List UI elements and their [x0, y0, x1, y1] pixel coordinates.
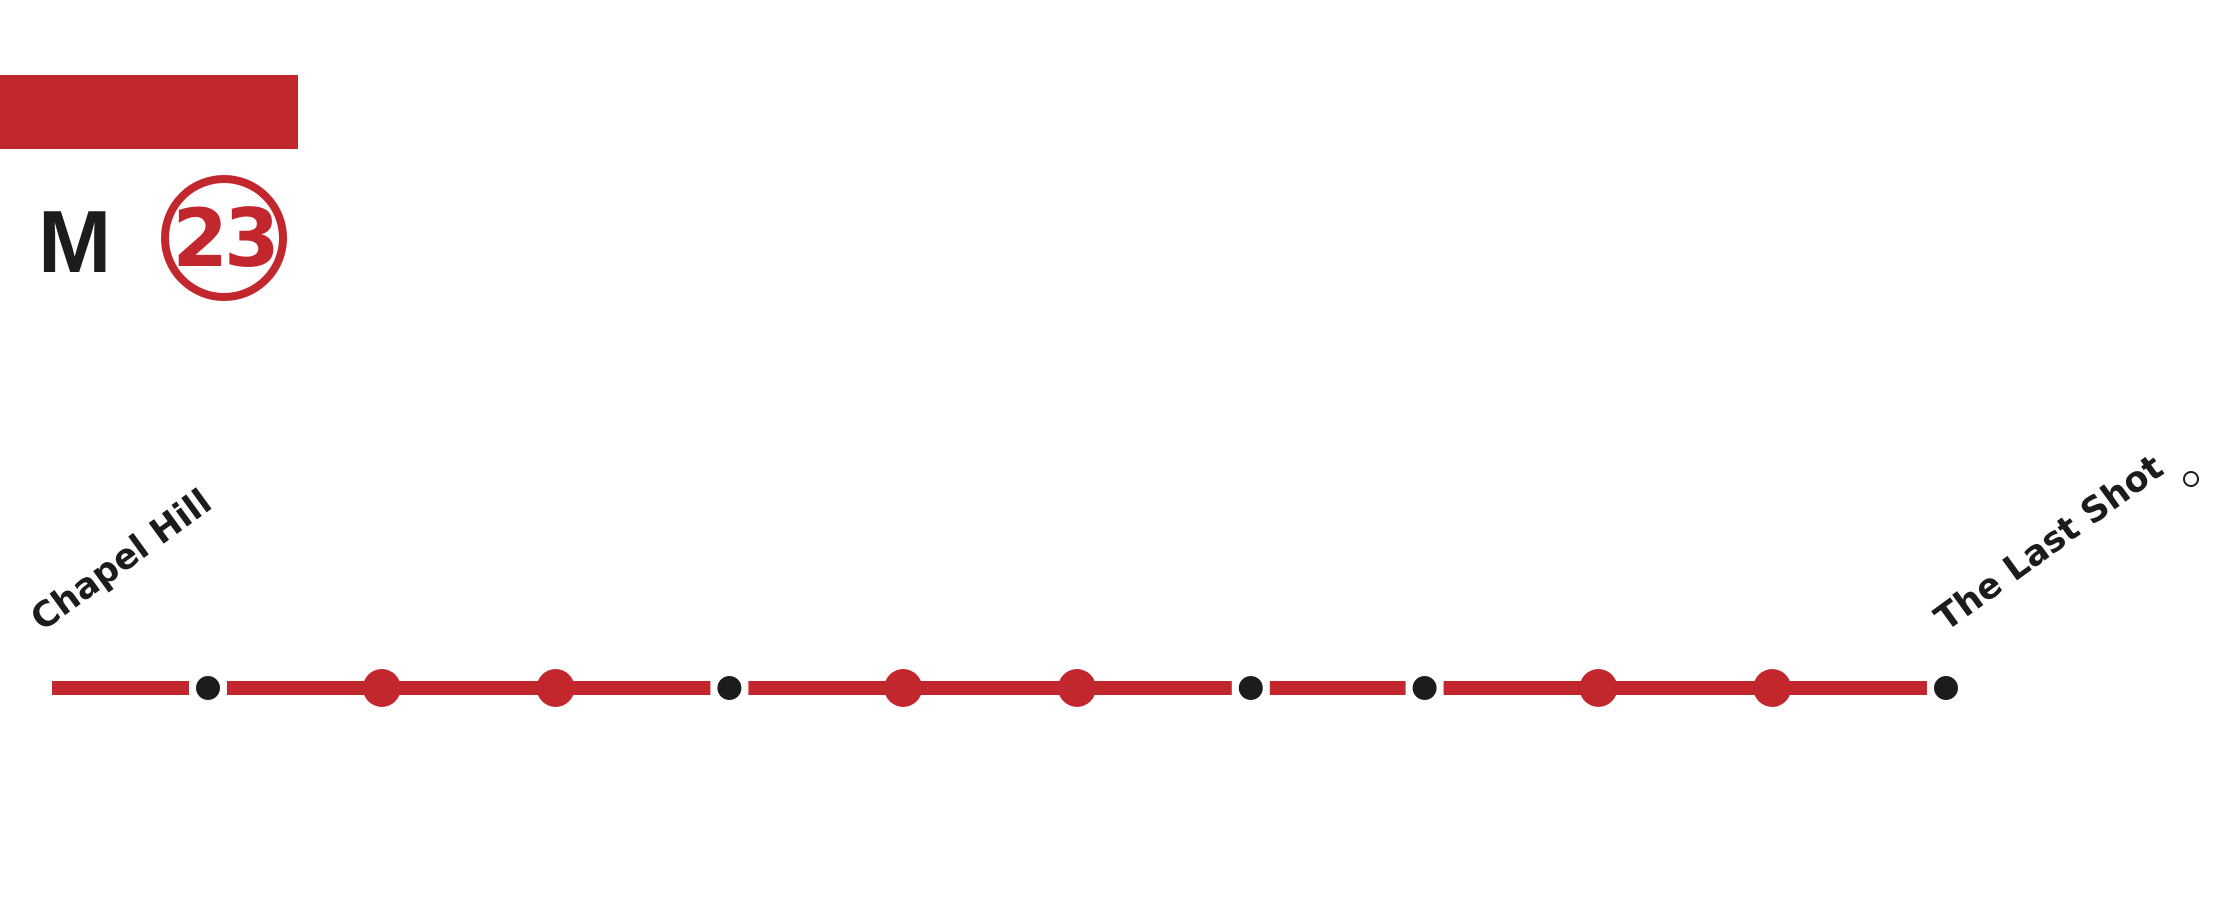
station-marker [1058, 669, 1096, 707]
terminus-label-end: The Last Shot [1928, 447, 2171, 639]
station-marker-terminus [1930, 672, 1962, 704]
station-marker [536, 669, 575, 707]
route-segment [52, 681, 189, 695]
line-number-badge-ring [161, 175, 287, 301]
station-label-chapel-hill: Chapel Hill [24, 482, 219, 639]
route-segment [1269, 681, 1406, 695]
station-marker [1579, 669, 1618, 707]
station-markers [192, 669, 1962, 707]
station-marker-interchange [1408, 672, 1441, 704]
station-label-the-last-shot: The Last Shot [1928, 447, 2171, 639]
route-segment [227, 681, 711, 695]
line-color-bar [0, 75, 298, 149]
station-marker-interchange [713, 672, 746, 704]
station-marker-interchange [192, 672, 224, 704]
station-marker [884, 669, 923, 707]
station-marker-interchange [1234, 672, 1267, 704]
route-line [52, 681, 1927, 695]
mode-letter: M [38, 192, 111, 291]
route-segment [748, 681, 1232, 695]
station-marker [1753, 669, 1792, 707]
station-marker [362, 669, 401, 707]
route-segment [1443, 681, 1927, 695]
terminus-marker [2183, 471, 2199, 487]
terminus-label-start: Chapel Hill [24, 482, 219, 639]
line-number-badge: 23 [161, 175, 287, 301]
line-number: 23 [172, 192, 275, 285]
